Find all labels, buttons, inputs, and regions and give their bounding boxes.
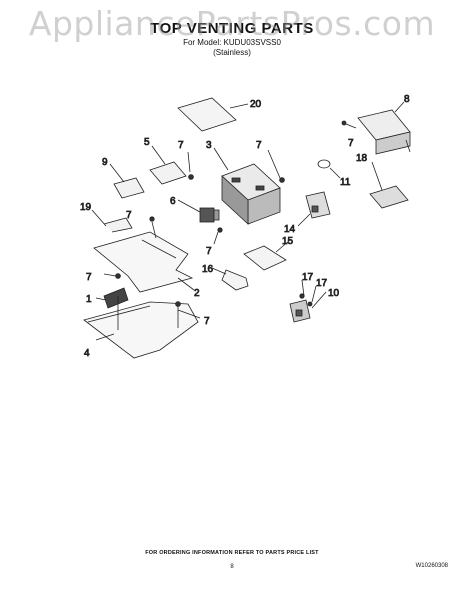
callout-19: 19 [80, 202, 92, 213]
callout-7-b: 7 [178, 140, 184, 151]
leader-4 [95, 333, 115, 341]
callout-7-g: 7 [204, 316, 210, 327]
part-7-screw-a [341, 120, 357, 129]
callout-5: 5 [144, 137, 150, 148]
callout-18: 18 [356, 153, 368, 164]
callout-15: 16 [202, 264, 214, 275]
leader-18 [371, 161, 383, 191]
part-17-screw [307, 285, 317, 307]
part-3-blower [221, 163, 281, 225]
callout-14: 15 [282, 236, 294, 247]
part-8-bracket [357, 109, 411, 155]
part-11-bracket [289, 299, 311, 323]
callout-7-a: 7 [348, 138, 354, 149]
model-subtitle: For Model: KUDU03SVSS0 (Stainless) [140, 38, 324, 58]
variant-line: (Stainless) [213, 48, 251, 57]
leader-15 [211, 267, 227, 275]
part-7-screw-e [149, 216, 157, 239]
leader-2 [177, 277, 195, 291]
part-7-screw-b [187, 151, 194, 180]
part-10-washer [317, 159, 331, 169]
part-20-plate [177, 97, 237, 132]
part-15-plate [221, 269, 249, 291]
callout-7-d: 7 [126, 210, 132, 221]
callout-7-f: 7 [86, 272, 92, 283]
part-16-screw [299, 279, 305, 299]
part-4-panel [83, 296, 199, 359]
callout-16: 17 [302, 272, 314, 283]
leader-9 [109, 163, 125, 183]
leader-14 [275, 239, 291, 253]
callout-20: 20 [250, 99, 262, 110]
part-1-bracket [103, 287, 129, 309]
callout-17: 17 [316, 278, 328, 289]
part-19-clip [103, 217, 133, 233]
callout-11: 10 [328, 288, 340, 299]
callout-10: 11 [340, 177, 351, 188]
callout-7-e: 7 [206, 246, 212, 257]
part-13-bracket [305, 191, 331, 219]
page-title: TOP VENTING PARTS [150, 20, 314, 37]
callout-3: 3 [206, 140, 212, 151]
ordering-note: FOR ORDERING INFORMATION REFER TO PARTS … [145, 550, 319, 556]
leader-10 [329, 167, 341, 179]
leader-6 [177, 199, 201, 213]
part-9-plate [113, 177, 145, 199]
part-7-screw-g [175, 301, 201, 319]
leader-8 [394, 101, 405, 113]
callout-9: 9 [102, 157, 108, 168]
part-7-screw-c [267, 149, 285, 183]
leader-1 [95, 297, 107, 301]
callout-4: 4 [84, 348, 90, 359]
part-18-bracket [369, 185, 409, 209]
part-2-panel [93, 231, 194, 293]
document-number: W10260308 [415, 563, 448, 569]
part-6-switch [199, 207, 220, 223]
leader-19 [91, 209, 107, 227]
leader-20 [229, 103, 249, 109]
callout-2: 2 [194, 288, 200, 299]
leader-13 [297, 213, 311, 227]
leader-5 [151, 145, 166, 165]
part-7-screw-d [213, 227, 223, 245]
leader-11 [311, 291, 327, 309]
callout-1: 1 [86, 294, 92, 305]
callout-6: 6 [170, 196, 176, 207]
model-line: For Model: KUDU03SVSS0 [183, 38, 281, 47]
part-7-screw-f [103, 273, 121, 279]
part-5-plate [149, 161, 187, 185]
page-number: 8 [230, 564, 234, 570]
callout-7-c: 7 [256, 140, 262, 151]
callout-8: 8 [404, 94, 410, 105]
part-14-plate [243, 245, 287, 271]
leader-3 [213, 147, 229, 171]
callout-13: 14 [284, 224, 296, 235]
